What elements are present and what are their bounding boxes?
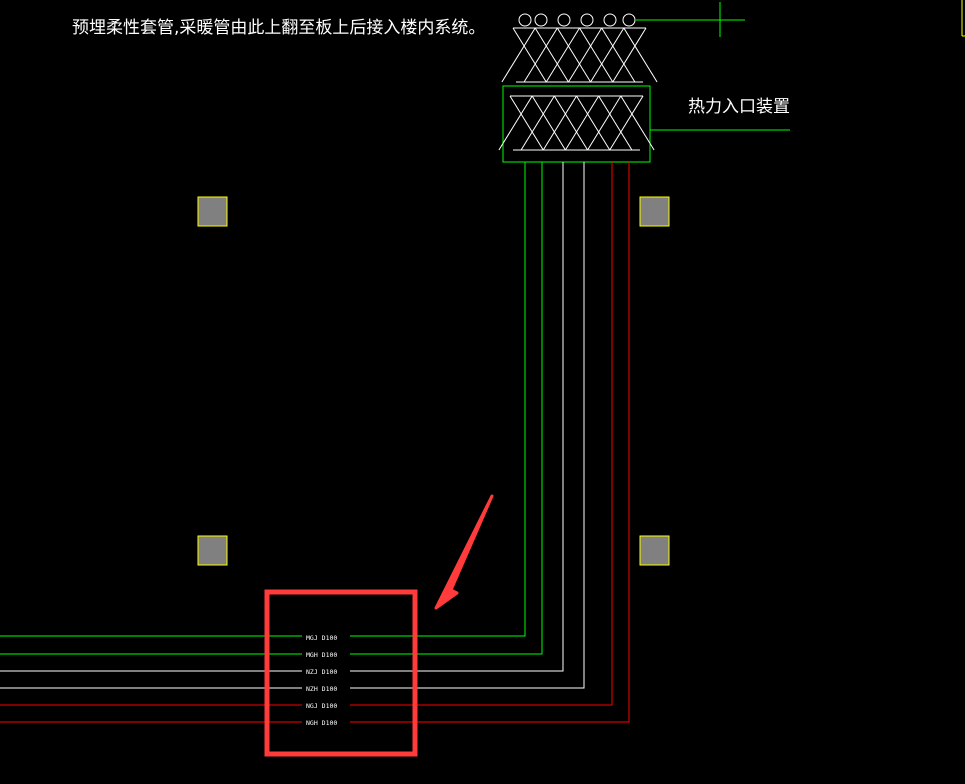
pipe-label-2: MGH D100 — [306, 651, 337, 659]
top-lattice-diag-a-5 — [601, 27, 636, 83]
pipe-label-6: NGH D100 — [306, 719, 337, 727]
top-lattice-diag-a-3 — [556, 27, 592, 83]
column-bottom-left — [197, 535, 228, 566]
columns — [197, 196, 670, 566]
device-box — [502, 85, 651, 163]
device-lattice-diag-b-3 — [542, 95, 577, 151]
highlight-annotation — [264, 494, 494, 757]
pipe-runs — [0, 162, 630, 723]
top-lattice-diag-b-4 — [567, 27, 603, 83]
heat-entry-device: 热力入口装置 — [498, 85, 790, 163]
top-lattice-diag-a-2 — [534, 27, 569, 83]
valve-circle-1 — [518, 13, 532, 27]
valve-circle-5 — [603, 13, 617, 27]
top-lattice-diag-a-4 — [579, 27, 614, 83]
device-label: 热力入口装置 — [688, 97, 790, 117]
valve-circle-2 — [534, 13, 548, 27]
pipe-label-3: NZJ D100 — [306, 668, 337, 676]
valve-circle-6 — [622, 13, 636, 27]
device-lattice-diag-a-6 — [620, 95, 655, 151]
device-lattice-diag-b-1 — [498, 95, 533, 151]
top-lattice-diag-a-1 — [512, 27, 547, 83]
pipe-labels: MGJ D100 MGH D100 NZJ D100 NZH D100 NGJ … — [306, 634, 337, 727]
column-bottom-right — [639, 535, 670, 566]
top-lattice-diag-b-2 — [523, 27, 558, 83]
top-lattice-diag-b-5 — [590, 27, 625, 83]
top-lattice-diag-b-1 — [501, 27, 536, 83]
device-lattice — [498, 95, 655, 151]
top-lattice-diag-a-6 — [623, 27, 658, 83]
top-lattice — [501, 27, 658, 83]
pipe-label-4: NZH D100 — [306, 685, 337, 693]
highlight-arrow — [434, 494, 494, 610]
pipe-label-1: MGJ D100 — [306, 634, 337, 642]
pipe-run-1 — [350, 162, 526, 637]
pipe-run-4 — [350, 162, 585, 689]
device-lattice-diag-a-2 — [531, 95, 566, 151]
pipe-run-3 — [350, 162, 564, 672]
top-valve-group — [501, 2, 745, 83]
pipe-run-6 — [350, 162, 630, 723]
device-lattice-diag-b-2 — [520, 95, 555, 151]
sleeve-note-text: 预埋柔性套管,采暖管由此上翻至板上后接入楼内系统。 — [72, 18, 485, 38]
top-lattice-diag-b-6 — [612, 27, 647, 83]
device-lattice-diag-a-3 — [553, 95, 589, 151]
device-lattice-diag-a-5 — [598, 95, 633, 151]
pipe-label-5: NGJ D100 — [306, 702, 337, 710]
pipe-run-5 — [350, 162, 613, 706]
device-lattice-diag-b-6 — [609, 95, 644, 151]
device-lattice-diag-a-4 — [576, 95, 611, 151]
valve-circle-3 — [557, 13, 571, 27]
valve-circle-4 — [580, 13, 594, 27]
device-lattice-diag-b-4 — [564, 95, 600, 151]
valve-circles — [518, 13, 636, 27]
column-top-left — [197, 196, 228, 227]
top-lattice-diag-b-3 — [545, 27, 580, 83]
column-top-right — [639, 196, 670, 227]
device-lattice-diag-b-5 — [587, 95, 622, 151]
device-lattice-diag-a-1 — [509, 95, 544, 151]
highlight-box — [264, 589, 418, 757]
